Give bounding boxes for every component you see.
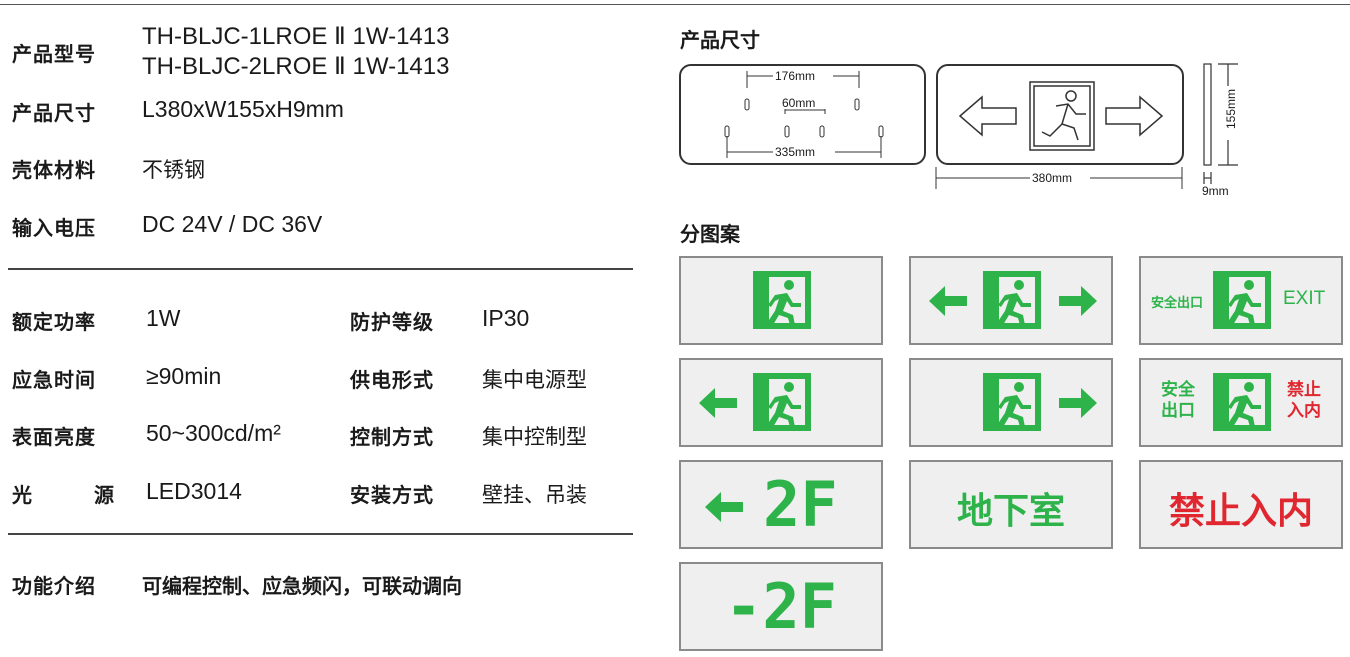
control-label: 控制方式 [350,425,434,449]
exit-man-icon [753,373,811,431]
model-line-1: TH-BLJC-1LROE Ⅱ 1W-1413 [142,23,450,50]
right-arrow-icon [1059,286,1097,316]
divider-2 [8,533,633,535]
front-view-panel [936,64,1184,165]
left-arrow-outline-icon [958,95,1017,137]
brightness-value: 50~300cd/m² [146,420,281,446]
exit-man-icon [1213,271,1271,329]
function-value: 可编程控制、应急频闪，可联动调向 [142,574,462,598]
safe-line-2: 出口 [1161,401,1195,421]
forbid-text: 禁止 入内 [1287,380,1321,422]
model-line-2: TH-BLJC-2LROE Ⅱ 1W-1413 [142,53,450,80]
function-label: 功能介绍 [12,574,96,598]
pattern-left-2f: 2F [679,460,883,549]
exit-man-icon [983,373,1041,431]
dim-176: 176mm [775,69,816,83]
pattern-no-entry: 禁止入内 [1139,460,1343,549]
light-source-label-a: 光 [12,483,33,507]
material-label: 壳体材料 [12,158,96,182]
size-label: 产品尺寸 [12,101,96,125]
protection-value: IP30 [482,305,530,331]
model-label: 产品型号 [12,42,96,66]
forbid-line-2: 入内 [1287,401,1321,421]
emergency-time-value: ≥90min [146,363,222,389]
pattern-exit-only [679,256,883,345]
floor-neg2f-text: -2F [725,570,837,643]
safe-line-1: 安全 [1161,380,1195,400]
right-arrow-outline-icon [1105,95,1164,137]
dim-9: 9mm [1202,184,1229,198]
pattern-basement: 地下室 [909,460,1113,549]
exit-man-icon [983,271,1041,329]
material-value: 不锈钢 [142,158,205,182]
floor-2f-text: 2F [763,468,838,541]
safe-text: 安全 出口 [1161,380,1195,422]
dimensions-title: 产品尺寸 [680,28,760,52]
back-view-panel: 176mm 60mm 335mm [679,64,926,165]
supply-value: 集中电源型 [482,368,587,392]
safe-exit-small-text: 安全出口 [1151,296,1204,311]
top-rule [0,4,1350,5]
left-arrow-icon [705,492,743,522]
light-source-label-b: 源 [94,483,115,507]
dim-380-line [935,167,1183,189]
dim-335: 335mm [775,145,816,159]
voltage-label: 输入电压 [12,216,96,240]
basement-text: 地下室 [956,491,1065,532]
install-label: 安装方式 [350,483,434,507]
light-source-value: LED3014 [146,478,242,504]
forbid-line-1: 禁止 [1287,380,1321,400]
side-view-drawing [1203,63,1238,184]
dim-60: 60mm [782,96,816,110]
protection-label: 防护等级 [350,310,434,334]
emergency-time-label: 应急时间 [12,368,96,392]
back-view-drawing [724,70,884,158]
pattern-safe-exit-en: 安全出口 EXIT [1139,256,1343,345]
exit-door-outline-icon [1029,81,1095,151]
front-view-drawing [958,81,1164,151]
brightness-label: 表面亮度 [12,425,96,449]
supply-label: 供电形式 [350,368,434,392]
exit-man-icon [1213,373,1271,431]
patterns-title: 分图案 [680,222,740,246]
right-arrow-icon [1059,388,1097,418]
pattern-exit-left [679,358,883,447]
left-arrow-icon [699,388,737,418]
pattern-safe-exit-forbid: 安全 出口 禁止 入内 [1139,358,1343,447]
voltage-value: DC 24V / DC 36V [142,211,323,237]
power-value: 1W [146,305,181,331]
control-value: 集中控制型 [482,425,587,449]
dim-155: 155mm [1224,89,1238,130]
exit-text: EXIT [1283,288,1326,309]
size-value: L380xW155xH9mm [142,96,344,122]
left-arrow-icon [929,286,967,316]
install-value: 壁挂、吊装 [482,483,587,507]
exit-man-icon [753,271,811,329]
pattern-neg-2f: -2F [679,562,883,651]
pattern-exit-right [909,358,1113,447]
no-entry-text: 禁止入内 [1168,491,1313,532]
dim-380: 380mm [1032,171,1073,185]
divider-1 [8,268,633,270]
pattern-exit-both-arrows [909,256,1113,345]
power-label: 额定功率 [12,310,96,334]
